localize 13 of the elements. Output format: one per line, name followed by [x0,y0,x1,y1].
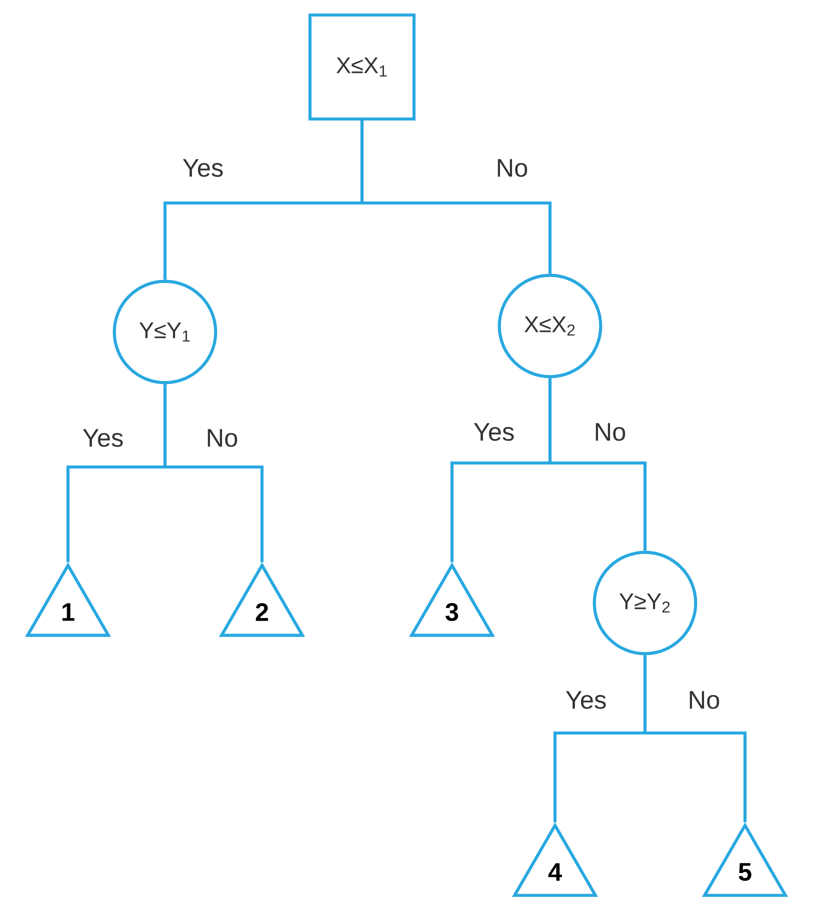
edge-label: No [596,423,626,441]
edge-label: Yes [566,691,606,709]
edge-label: No [498,159,528,177]
edge-label: Yes [82,429,123,447]
decision-box: X≤X$_{1}$ [308,13,416,121]
connector [548,378,647,551]
connector [643,655,747,822]
connector [163,384,264,562]
edge-label: No [690,691,720,709]
edge-label: Yes [182,159,223,177]
connector [360,120,552,274]
edge-label: Yes [474,423,514,441]
edge-label: No [208,429,238,447]
